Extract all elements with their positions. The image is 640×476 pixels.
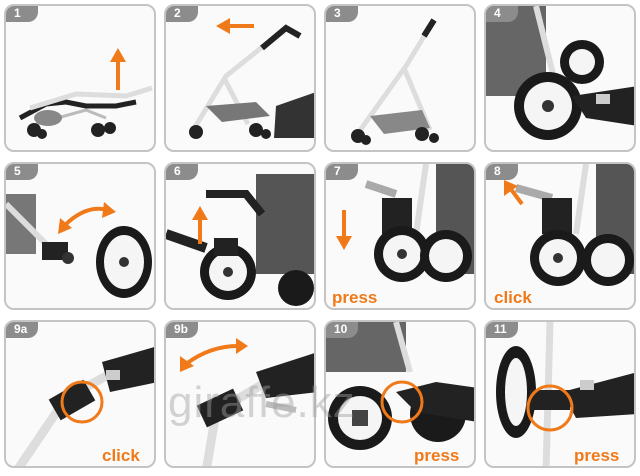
panel-step-1: 1 [4, 4, 156, 152]
step-badge: 3 [326, 6, 358, 22]
panel-step-6: 6 [164, 162, 316, 310]
step-badge: 11 [486, 322, 518, 338]
click-caption: click [102, 446, 140, 465]
step-badge: 10 [326, 322, 358, 338]
step-badge: 8 [486, 164, 518, 180]
panel-step-7: 7 press [324, 162, 476, 310]
click-caption: click [494, 288, 532, 307]
step-badge: 9b [166, 322, 198, 338]
panel-step-11: 11 press [484, 320, 636, 468]
folded-stroller-illustration [18, 48, 153, 139]
panel-step-5: 5 [4, 162, 156, 310]
front-wheel-insert-illustration [166, 174, 314, 306]
panel-step-10: 10 press [324, 320, 476, 468]
rear-wheel-attach-illustration [486, 6, 634, 140]
press-caption: press [414, 446, 460, 465]
unfolding-stroller-illustration [189, 18, 314, 139]
press-caption: press [574, 446, 620, 465]
brake-release-illustration [504, 164, 634, 286]
handle-adjust-illustration [180, 338, 314, 466]
step-badge: 9a [6, 322, 38, 338]
panel-step-8: 8 click [484, 162, 636, 310]
step-badge: 1 [6, 6, 38, 22]
handle-click-illustration [14, 347, 154, 466]
panel-step-3: 3 [324, 4, 476, 152]
step-badge: 4 [486, 6, 518, 22]
panel-step-9b: 9b [164, 320, 316, 468]
fold-press-illustration [326, 322, 474, 450]
panel-step-9a: 9a click [4, 320, 156, 468]
unfolded-frame-illustration [351, 18, 439, 145]
fold-lock-illustration [496, 322, 634, 466]
step-badge: 5 [6, 164, 38, 180]
front-wheel-illustration [6, 194, 152, 298]
brake-press-illustration [336, 164, 474, 282]
panel-step-2: 2 [164, 4, 316, 152]
panel-step-4: 4 [484, 4, 636, 152]
step-badge: 7 [326, 164, 358, 180]
step-badge: 6 [166, 164, 198, 180]
step-badge: 2 [166, 6, 198, 22]
press-caption: press [332, 288, 378, 307]
